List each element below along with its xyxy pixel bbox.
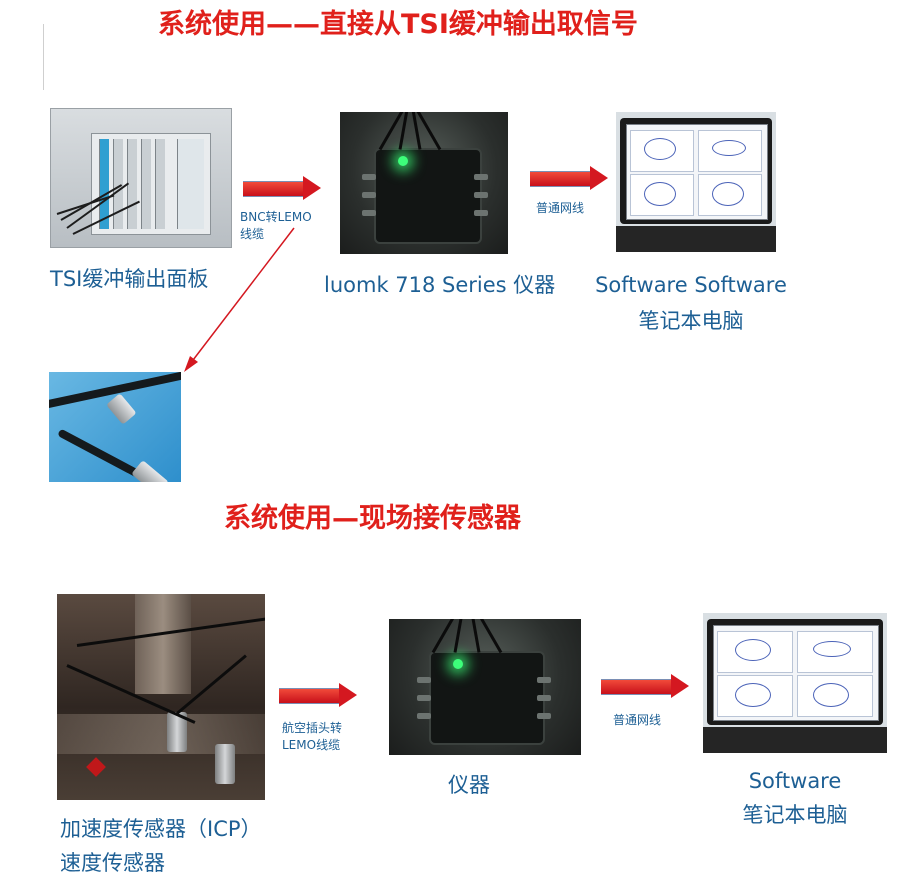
bnc-lemo-cable-label: BNC转LEMO	[240, 210, 312, 224]
sensor-caption: 加速度传感器（ICP）	[60, 817, 262, 841]
right-arrow-icon	[530, 166, 608, 190]
right-arrow-icon	[243, 176, 321, 200]
bnc-lemo-cable-label-line2: 线缆	[240, 227, 265, 241]
aviation-lemo-cable-label: 航空插头转	[282, 721, 343, 735]
laptop-photo-icon	[703, 613, 887, 753]
section2-title: 系统使用—现场接传感器	[224, 503, 521, 534]
laptop-caption-2-line2: 笔记本电脑	[742, 803, 848, 827]
network-cable-label-2: 普通网线	[613, 713, 662, 727]
section1-title: 系统使用——直接从TSI缓冲输出取信号	[158, 9, 638, 40]
bnc-lemo-cable-photo-icon	[49, 372, 181, 482]
diagonal-arrow-icon	[184, 227, 295, 372]
network-cable-label: 普通网线	[536, 201, 585, 215]
data-acquisition-instrument-photo-icon	[340, 112, 508, 254]
instrument-caption-2: 仪器	[448, 773, 490, 797]
right-arrow-icon	[279, 683, 357, 707]
laptop-caption-line2: 笔记本电脑	[638, 309, 744, 333]
laptop-caption: Software Software	[595, 273, 787, 297]
tsi-buffer-panel-photo-icon	[50, 108, 232, 248]
tsi-panel-caption: TSI缓冲输出面板	[50, 267, 209, 291]
left-divider-line	[43, 24, 44, 90]
laptop-photo-icon	[616, 112, 776, 252]
sensor-caption-line2: 速度传感器	[60, 851, 165, 875]
right-arrow-icon	[601, 674, 689, 698]
field-sensor-photo-icon	[57, 594, 265, 800]
aviation-lemo-cable-label-line2: LEMO线缆	[282, 738, 341, 752]
instrument-caption: luomk 718 Series 仪器	[324, 273, 556, 297]
laptop-caption-2: Software	[748, 769, 842, 793]
data-acquisition-instrument-photo-icon	[389, 619, 581, 755]
